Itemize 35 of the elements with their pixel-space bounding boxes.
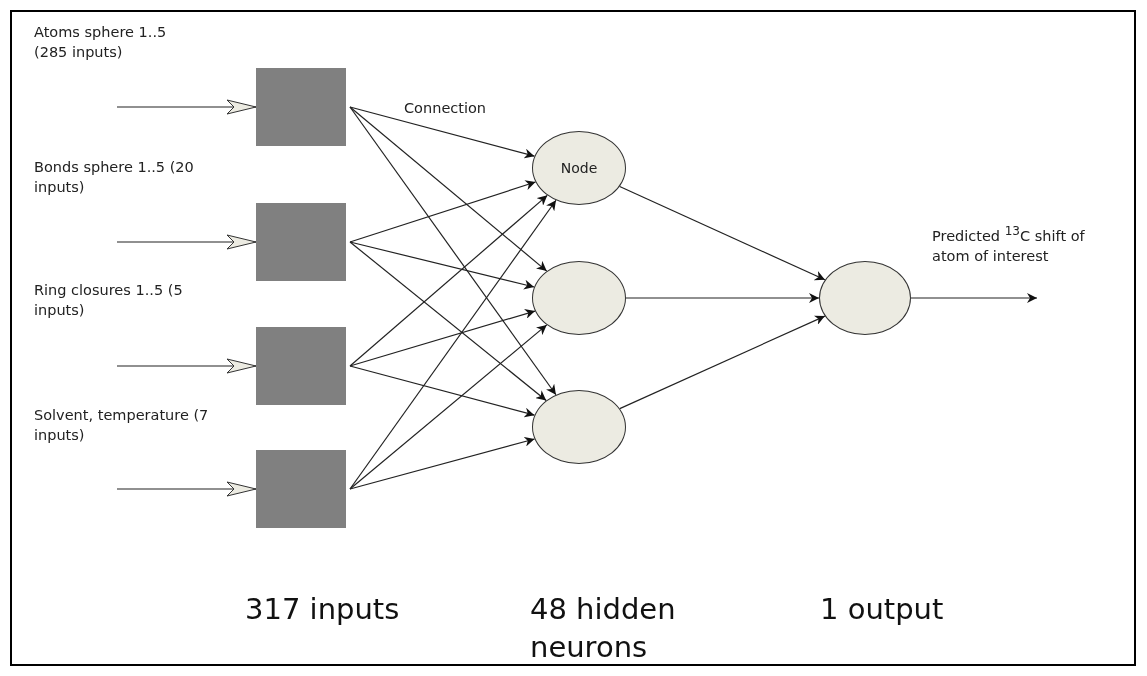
connection-arrow bbox=[619, 315, 826, 410]
output-arrow bbox=[910, 293, 1038, 303]
layer-caption: 1 output bbox=[820, 591, 945, 628]
connection-arrow bbox=[625, 293, 820, 303]
input-square bbox=[256, 68, 346, 146]
connection-arrow bbox=[349, 436, 536, 490]
input-square bbox=[256, 203, 346, 281]
neuron-ellipse bbox=[532, 261, 626, 335]
node-label: Node bbox=[560, 160, 598, 176]
layer-caption: 48 hidden neurons bbox=[530, 591, 677, 666]
connection-arrow bbox=[349, 199, 557, 490]
input-arrow bbox=[116, 358, 257, 374]
input-arrow bbox=[116, 481, 257, 497]
layer-caption: 317 inputs bbox=[245, 591, 401, 628]
connection-arrow bbox=[349, 241, 535, 290]
connection-arrow bbox=[349, 180, 537, 243]
input-arrow bbox=[116, 99, 257, 115]
connection-arrow bbox=[349, 106, 548, 272]
connection-arrow bbox=[349, 309, 536, 367]
edge-label: Atoms sphere 1..5 (285 inputs) bbox=[34, 23, 168, 62]
edge-label: Predicted $^{13}$C shift of atom of interest bbox=[932, 223, 1086, 266]
connection-arrow bbox=[619, 185, 826, 281]
connection-arrow bbox=[349, 194, 548, 367]
connection-arrow bbox=[349, 106, 536, 159]
input-square bbox=[256, 327, 346, 405]
connection-arrow bbox=[349, 241, 547, 402]
connection-arrow bbox=[349, 365, 536, 418]
connection-arrow bbox=[349, 324, 548, 490]
input-square bbox=[256, 450, 346, 528]
edge-label: Connection bbox=[404, 99, 488, 118]
edge-label: Solvent, temperature (7 inputs) bbox=[34, 406, 210, 445]
input-arrow bbox=[116, 234, 257, 250]
edge-label: Ring closures 1..5 (5 inputs) bbox=[34, 281, 184, 320]
edge-label: Bonds sphere 1..5 (20 inputs) bbox=[34, 158, 194, 197]
connection-arrow bbox=[349, 106, 557, 396]
